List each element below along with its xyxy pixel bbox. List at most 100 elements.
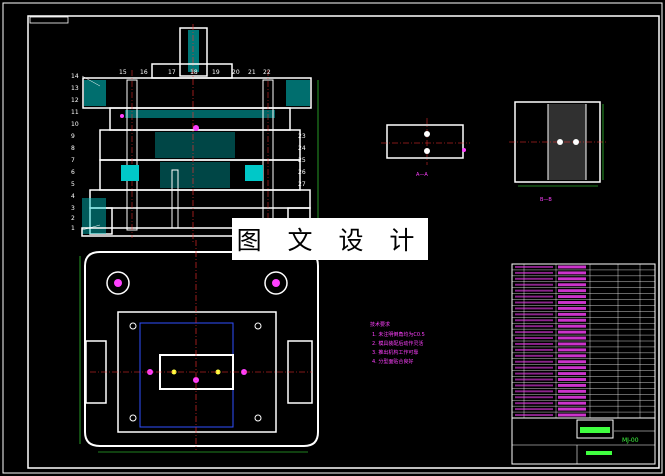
bom-cell-fill xyxy=(515,378,553,381)
part-number: 24 xyxy=(298,145,306,152)
bom-cell-fill xyxy=(558,413,586,417)
bom-cell-fill xyxy=(558,389,586,393)
bom-cell-fill xyxy=(515,343,553,345)
part-number: 16 xyxy=(140,69,148,76)
bom-cell-fill xyxy=(558,336,586,340)
bom-cell-fill xyxy=(558,401,586,405)
bom-cell-fill xyxy=(558,342,586,346)
part-number: 14 xyxy=(71,73,79,80)
part-number: 12 xyxy=(71,97,79,104)
bom-cell-fill xyxy=(515,366,553,369)
note-line: 4. 分型面贴合良好 xyxy=(372,358,413,365)
bom-cell-fill xyxy=(558,306,586,310)
part-number: 2 xyxy=(71,215,75,222)
part-number: 19 xyxy=(212,69,220,76)
bom-cell-fill xyxy=(515,348,553,351)
watermark-label: 图 文 设 计 xyxy=(232,218,428,260)
drawing-frame xyxy=(27,15,660,469)
bom-cell-fill xyxy=(515,266,553,268)
bom-cell-fill xyxy=(515,384,553,387)
bom-cell-fill xyxy=(515,414,553,416)
part-number: 13 xyxy=(71,85,79,92)
part-numbers-right: 23 24 25 26 27 xyxy=(298,133,306,188)
title-block: MJ-00 xyxy=(511,417,656,465)
note-line: 3. 推出机构工作可靠 xyxy=(372,349,418,356)
bom-cell-fill xyxy=(515,277,553,280)
bom-cell-fill xyxy=(558,330,586,334)
bom-cell-fill xyxy=(558,277,586,281)
bom-cell-fill xyxy=(515,295,553,298)
part-number: 26 xyxy=(298,169,306,176)
bom-cell-fill xyxy=(515,319,553,322)
part-number: 1 xyxy=(71,225,75,232)
bom-cell-fill xyxy=(558,265,586,269)
bom-cell-fill xyxy=(515,408,553,411)
part-number: 6 xyxy=(71,169,75,176)
section-view-main xyxy=(81,24,319,242)
bom-cell-fill xyxy=(558,295,586,299)
part-number: 17 xyxy=(168,69,176,76)
part-numbers-left: 14 13 12 11 10 9 8 7 6 5 4 3 2 1 xyxy=(71,73,79,232)
bom-cell-fill xyxy=(515,301,553,304)
plan-view xyxy=(79,240,319,453)
bom-cell-fill xyxy=(515,360,553,363)
bom-cell-fill xyxy=(515,390,553,393)
bom-cell-fill xyxy=(558,372,586,376)
detail-view-b: B—B xyxy=(509,101,606,203)
notes-title: 技术要求 xyxy=(370,321,390,328)
part-number: 7 xyxy=(71,157,75,164)
part-number: 9 xyxy=(71,133,75,140)
bom-cell-fill xyxy=(558,301,586,304)
part-number: 15 xyxy=(119,69,127,76)
bom-cell-fill xyxy=(558,395,586,399)
part-number: 18 xyxy=(190,69,198,76)
bom-cell-fill xyxy=(558,360,586,364)
part-number: 27 xyxy=(298,181,306,188)
bom-cell-fill xyxy=(515,337,553,339)
part-number: 5 xyxy=(71,181,75,188)
bom-cell-fill xyxy=(558,318,586,322)
part-number: 23 xyxy=(298,133,306,140)
bom-cell-fill xyxy=(558,366,586,370)
bill-of-materials xyxy=(511,263,656,419)
bom-cell-fill xyxy=(515,325,553,328)
bom-cell-fill xyxy=(515,271,553,274)
part-number: 3 xyxy=(71,205,75,212)
note-line: 1. 未注明倒角均为C0.5 xyxy=(372,331,425,338)
bom-cell-fill xyxy=(558,312,586,316)
title-block-code: MJ-00 xyxy=(622,437,639,444)
detail-view-a: A—A xyxy=(381,118,470,178)
view-label-a: A—A xyxy=(416,172,428,178)
part-number: 8 xyxy=(71,145,75,152)
frame-corner-label xyxy=(29,16,69,24)
view-label-b: B—B xyxy=(540,197,552,203)
part-number: 25 xyxy=(298,157,306,164)
bom-cell-fill xyxy=(515,331,553,334)
part-number: 10 xyxy=(71,121,79,128)
bom-cell-fill xyxy=(558,324,586,328)
bom-cell-fill xyxy=(515,313,553,316)
bom-cell-fill xyxy=(515,307,553,310)
part-number: 4 xyxy=(71,193,75,200)
bom-cell-fill xyxy=(558,283,586,287)
part-number: 22 xyxy=(263,69,271,76)
bom-cell-fill xyxy=(558,271,586,275)
part-number: 21 xyxy=(248,69,256,76)
bom-cell-fill xyxy=(515,354,553,357)
part-numbers-top: 15 16 17 18 19 20 21 22 xyxy=(119,69,271,76)
bom-cell-fill xyxy=(558,354,586,358)
part-number: 20 xyxy=(232,69,240,76)
bom-cell-fill xyxy=(515,372,553,375)
bom-cell-fill xyxy=(558,289,586,293)
bom-cell-fill xyxy=(558,348,586,352)
technical-notes: 技术要求 1. 未注明倒角均为C0.5 2. 模具装配后动作灵活 3. 推出机构… xyxy=(370,321,425,365)
bom-cell-fill xyxy=(515,289,553,292)
note-line: 2. 模具装配后动作灵活 xyxy=(372,340,423,347)
bom-cell-fill xyxy=(558,407,586,411)
bom-cell-fill xyxy=(558,378,586,381)
part-number: 11 xyxy=(71,109,79,116)
bom-cell-fill xyxy=(515,402,553,405)
bom-cell-fill xyxy=(515,396,553,399)
